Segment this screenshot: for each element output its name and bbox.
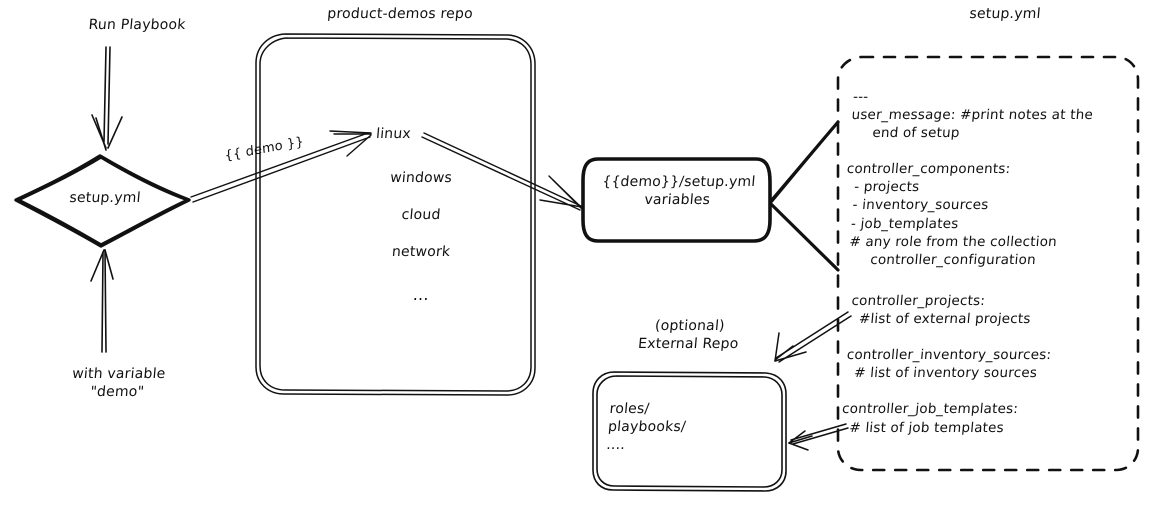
arrow-run-playbook [91, 46, 123, 151]
run-playbook-label: Run Playbook [87, 17, 187, 33]
arrow-demo-to-linux [190, 130, 372, 203]
setup-yml-title: setup.yml [968, 6, 1042, 22]
external-repo-body: roles/ playbooks/ .... [605, 401, 687, 453]
with-variable-label: with variable "demo" [71, 366, 167, 400]
setup-yml-body-top: --- user_message: #print notes at the en… [838, 89, 1094, 268]
decision-diamond-setup-yml [14, 154, 191, 248]
arrow-with-variable [90, 249, 114, 353]
setup-yml-body-bottom: controller_projects: #list of external p… [839, 293, 1052, 436]
repo-item-network: network [391, 244, 451, 260]
arrow-linux-to-variables [421, 132, 583, 211]
arrow-setupyml-to-extrepo-lower [788, 423, 849, 451]
setup-yml-dashed-box [836, 55, 1140, 472]
repo-item-windows: windows [389, 170, 453, 186]
repo-item-cloud: cloud [400, 207, 442, 223]
decision-label-setup-yml: setup.yml [68, 190, 142, 206]
external-repo-title: (optional) External Repo [637, 318, 740, 352]
repo-item-ellipsis: ... [412, 285, 430, 304]
external-repo-box [592, 371, 787, 492]
repo-box [255, 33, 536, 396]
connector-variables-to-setupyml [769, 120, 840, 272]
variables-box-label: {{demo}}/setup.yml variables [601, 174, 757, 208]
repo-title: product-demos repo [326, 6, 474, 22]
arrow-setupyml-to-extrepo-upper [774, 311, 852, 363]
variables-box [581, 157, 772, 243]
repo-item-linux: linux [375, 126, 412, 142]
